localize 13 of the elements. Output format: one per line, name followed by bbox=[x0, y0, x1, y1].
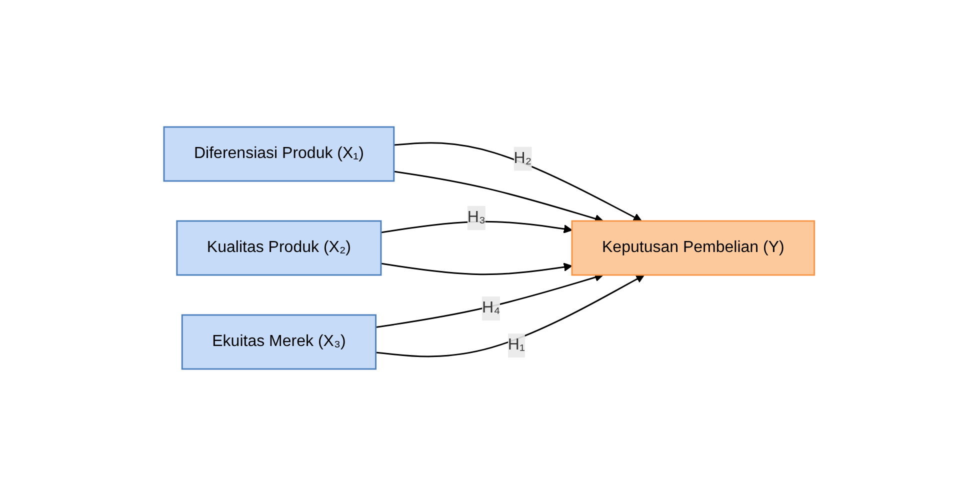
arrow bbox=[394, 170, 604, 222]
node-box: Keputusan Pembelian (Y) bbox=[572, 220, 816, 276]
edge-label: H₂ bbox=[514, 149, 532, 166]
arrow bbox=[394, 142, 642, 221]
node-box: Ekuitas Merek (X₃) bbox=[182, 314, 377, 370]
node-box: Kualitas Produk (X₂) bbox=[176, 220, 382, 276]
edge-label: H₁ bbox=[508, 336, 526, 354]
arrow bbox=[381, 220, 573, 233]
edge-label: H₄ bbox=[482, 299, 500, 316]
node-box: Diferensiasi Produk (X₁) bbox=[164, 126, 395, 182]
edge-label: H₃ bbox=[468, 208, 486, 226]
arrow bbox=[376, 274, 645, 357]
arrow bbox=[381, 262, 573, 275]
